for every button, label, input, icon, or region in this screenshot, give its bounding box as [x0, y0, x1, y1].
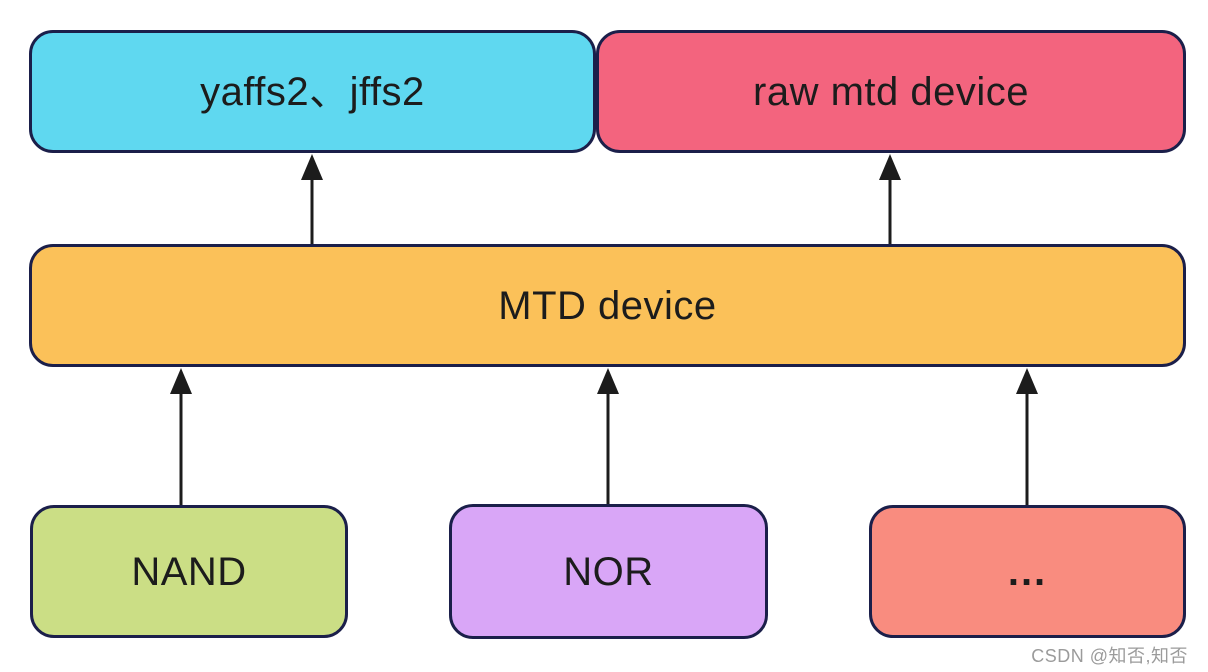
arrow-other-to-mtd [1016, 368, 1038, 506]
node-nand-label: NAND [131, 549, 247, 594]
node-yaffs2-jffs2: yaffs2、jffs2 [29, 30, 596, 153]
node-yaffs2-jffs2-label: yaffs2、jffs2 [200, 69, 425, 114]
node-raw-mtd-device-label: raw mtd device [753, 69, 1029, 114]
node-raw-mtd-device: raw mtd device [596, 30, 1186, 153]
watermark: CSDN @知否,知否 [1031, 646, 1188, 666]
node-ellipsis: ... [869, 505, 1186, 638]
arrow-nand-to-mtd [170, 368, 192, 506]
arrow-mtd-to-yaffs2 [301, 154, 323, 244]
node-ellipsis-label: ... [1007, 549, 1048, 594]
node-nand: NAND [30, 505, 348, 638]
arrow-nor-to-mtd [597, 368, 619, 505]
arrow-mtd-to-rawmtd [879, 154, 901, 244]
node-mtd-device: MTD device [29, 244, 1186, 367]
node-nor-label: NOR [563, 549, 654, 594]
node-nor: NOR [449, 504, 768, 639]
node-mtd-device-label: MTD device [498, 283, 717, 328]
